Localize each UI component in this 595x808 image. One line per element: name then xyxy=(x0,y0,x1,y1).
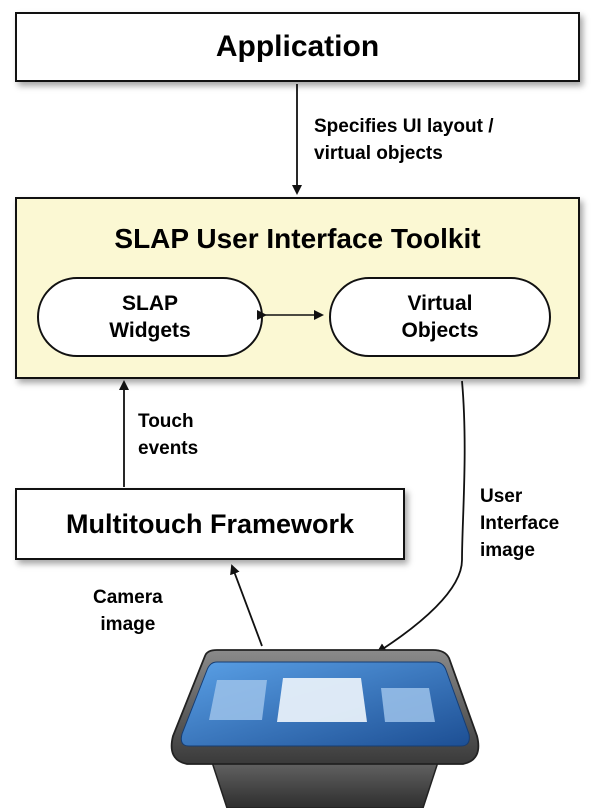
touch-events-label: Touch events xyxy=(138,411,199,459)
virtual-objects-label: Virtual Objects xyxy=(401,292,479,342)
arrow-ui-image xyxy=(376,380,466,654)
arrow-camera-image xyxy=(230,564,263,647)
slap-widgets-node: SLAP Widgets xyxy=(37,277,263,357)
specifies-ui-label: Specifies UI layout / virtual objects xyxy=(314,116,494,164)
multitouch-framework-label: Multitouch Framework xyxy=(65,508,355,539)
application-box: Application xyxy=(15,12,580,82)
slap-toolkit-title: SLAP User Interface Toolkit xyxy=(114,223,481,254)
multitouch-framework-box: Multitouch Framework xyxy=(15,488,405,560)
slap-widgets-label: SLAP Widgets xyxy=(109,292,191,342)
multitouch-table-icon xyxy=(170,649,480,808)
camera-image-label: Camera image xyxy=(93,587,163,635)
virtual-objects-node: Virtual Objects xyxy=(329,277,551,357)
ui-image-label: User Interface image xyxy=(480,486,560,561)
slap-toolkit-box: SLAP User Interface Toolkit SLAP Widgets… xyxy=(15,197,580,379)
application-label: Application xyxy=(215,30,380,63)
